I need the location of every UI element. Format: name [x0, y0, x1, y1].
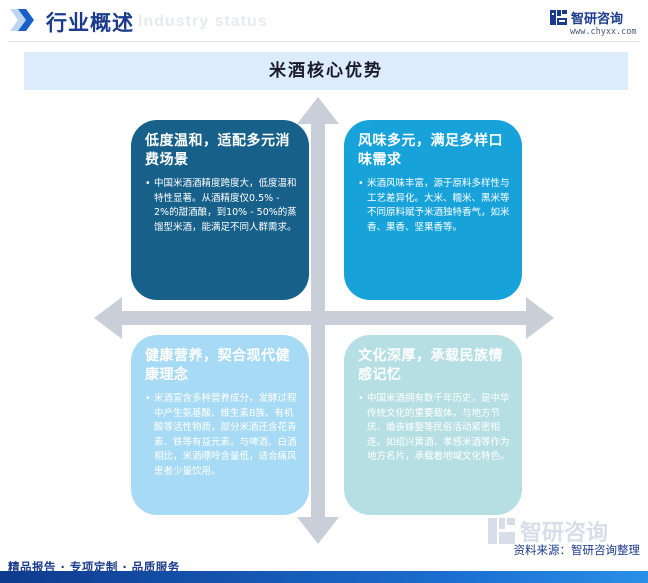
- section-title: 行业概述: [46, 11, 134, 35]
- header-divider: [8, 41, 640, 42]
- footer-tagline: 精品报告 · 专项定制 · 品质服务: [8, 560, 180, 574]
- quadrant-text: 米酒风味丰富，源于原料多样性与工艺差异化。大米、糯米、黑米等不同原料赋予米酒独特…: [358, 177, 510, 235]
- quadrant-text: 米酒富含多种营养成分，发酵过程中产生氨基酸、维生素B族、有机酸等活性物质，部分米…: [145, 392, 297, 479]
- svg-text:智研咨询: 智研咨询: [520, 520, 608, 546]
- quadrant-title: 健康营养，契合现代健康理念: [145, 348, 290, 383]
- footer-band: [0, 571, 648, 583]
- brand-name: 智研咨询: [571, 12, 624, 27]
- brand-logo-icon: [550, 10, 567, 25]
- diagram-title: 米酒核心优势: [269, 61, 383, 81]
- quadrant-title: 风味多元，满足多样口味需求: [358, 133, 503, 168]
- watermark-logo: 智研咨询: [488, 518, 608, 546]
- double-chevron-icon: [10, 9, 34, 31]
- footer-source: 资料来源：智研咨询整理: [514, 542, 641, 558]
- down-arrow-icon: [297, 517, 339, 544]
- left-arrow-icon: [94, 297, 122, 339]
- brand-block: 智研咨询 www.chyxx.com: [550, 8, 640, 42]
- diagram-title-band: 米酒核心优势: [24, 52, 628, 90]
- quadrant-text: 中国米酒酒精度跨度大，低度温和特性显著。从酒精度仅0.5% - 2%的甜酒酿，到…: [145, 177, 297, 235]
- quadrant-title: 低度温和，适配多元消费场景: [145, 133, 290, 168]
- horizontal-axis: [112, 311, 528, 325]
- up-arrow-icon: [297, 97, 339, 124]
- section-ghost-text: Industry status: [138, 13, 268, 30]
- quadrant-cultural-heritage: 文化深厚，承载民族情感记忆 中国米酒拥有数千年历史，是中华传统文化的重要载体，与…: [344, 335, 522, 515]
- quadrant-health-nutrition: 健康营养，契合现代健康理念 米酒富含多种营养成分，发酵过程中产生氨基酸、维生素B…: [131, 335, 309, 515]
- source-text: 资料来源：智研咨询整理: [513, 543, 641, 557]
- right-arrow-icon: [526, 297, 554, 339]
- quadrant-title: 文化深厚，承载民族情感记忆: [358, 348, 503, 383]
- quadrant-low-alcohol: 低度温和，适配多元消费场景 中国米酒酒精度跨度大，低度温和特性显著。从酒精度仅0…: [131, 120, 309, 300]
- page-header: 行业概述 Industry status 智研咨询 www.chyxx.com: [0, 0, 648, 44]
- quadrant-text: 中国米酒拥有数千年历史，是中华传统文化的重要载体，与地方节庆、婚丧嫁娶等民俗活动…: [358, 392, 510, 465]
- quadrant-diverse-flavor: 风味多元，满足多样口味需求 米酒风味丰富，源于原料多样性与工艺差异化。大米、糯米…: [344, 120, 522, 300]
- brand-url: www.chyxx.com: [570, 27, 637, 37]
